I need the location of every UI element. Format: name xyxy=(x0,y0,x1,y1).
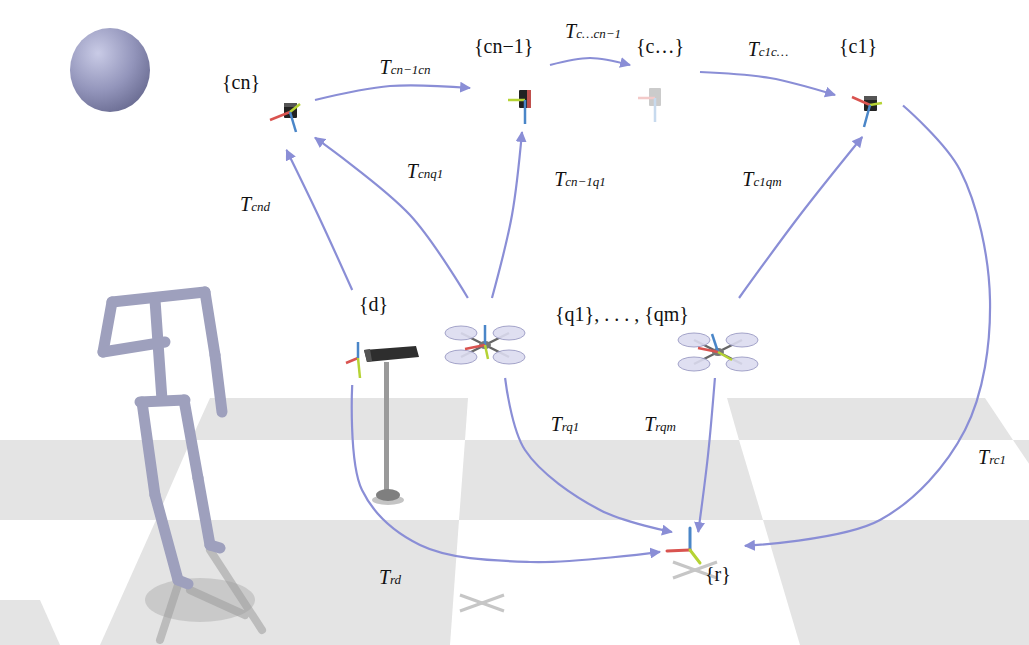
transform-arrow xyxy=(287,150,353,290)
camera-icon xyxy=(852,96,882,127)
transform-label-holder: Trq1 xyxy=(551,414,580,437)
transform-label-holder: Trc1 xyxy=(978,447,1006,470)
frame-node: {d} xyxy=(345,290,425,385)
transform-label-holder: Tcn−1q1 xyxy=(554,169,606,192)
frame-node: {q1}, . . . , {qm} xyxy=(445,298,750,378)
transform-label: Tcnd xyxy=(240,194,270,217)
transform-arrow xyxy=(315,85,470,100)
transform-label: Tc1qm xyxy=(742,169,781,192)
human-skeleton xyxy=(103,292,222,584)
transform-label-holder: Tc1qm xyxy=(742,169,781,192)
transform-arrow xyxy=(739,137,862,298)
floor-shadows xyxy=(145,495,717,640)
transform-label: Trq1 xyxy=(551,414,580,437)
transform-arrow xyxy=(352,385,660,562)
transform-arrow xyxy=(700,72,835,95)
transform-label-holder: Trqm xyxy=(644,414,676,437)
frame-label: {c1} xyxy=(839,34,877,58)
frame-label: {cn} xyxy=(222,70,260,94)
frame-label: {r} xyxy=(705,562,731,586)
transform-label: Trc1 xyxy=(978,447,1006,470)
transform-arrow xyxy=(315,138,468,298)
transform-label: Trqm xyxy=(644,414,676,437)
frame-label: {q1}, . . . , {qm} xyxy=(555,302,689,326)
transform-label: Tcn−1q1 xyxy=(554,169,606,192)
transform-arrow xyxy=(745,106,990,546)
frame-node: {c1} xyxy=(835,32,903,137)
quadrotor-icon xyxy=(678,333,758,371)
camera-icon xyxy=(270,103,300,132)
reference-frame-axes xyxy=(667,528,700,563)
transform-label: Tcnq1 xyxy=(407,161,443,184)
transform-label-holder: Tc…cn−1 xyxy=(565,21,621,44)
frame-label: {d} xyxy=(359,292,388,316)
transform-label-holder: Tcnq1 xyxy=(407,161,443,184)
transform-label: Tc1c… xyxy=(748,39,789,62)
frame-node: {c…} xyxy=(630,32,700,132)
frame-label: {cn−1} xyxy=(474,34,533,58)
frame-node: {cn−1} xyxy=(470,32,550,132)
transform-arrow xyxy=(505,378,672,532)
transform-label: Trd xyxy=(379,567,401,590)
transform-arrow xyxy=(550,58,630,65)
quadrotor-icon xyxy=(445,325,525,364)
transform-label-holder: Tc1c… xyxy=(748,39,789,62)
frame-label: {c…} xyxy=(636,34,684,58)
transform-arrow xyxy=(698,378,715,532)
transform-label-holder: Tcnd xyxy=(240,194,270,217)
transform-label-holder: Trd xyxy=(379,567,401,590)
camera-icon xyxy=(508,90,531,124)
transform-arrow xyxy=(492,132,522,298)
frame-node: {r} xyxy=(660,532,745,592)
transform-label-holder: Tcn−1cn xyxy=(380,57,431,80)
transform-label: Tcn−1cn xyxy=(380,57,431,80)
transform-label: Tc…cn−1 xyxy=(565,21,621,44)
camera-icon xyxy=(638,88,661,122)
frame-node: {cn} xyxy=(220,68,315,150)
human-head xyxy=(70,28,150,112)
